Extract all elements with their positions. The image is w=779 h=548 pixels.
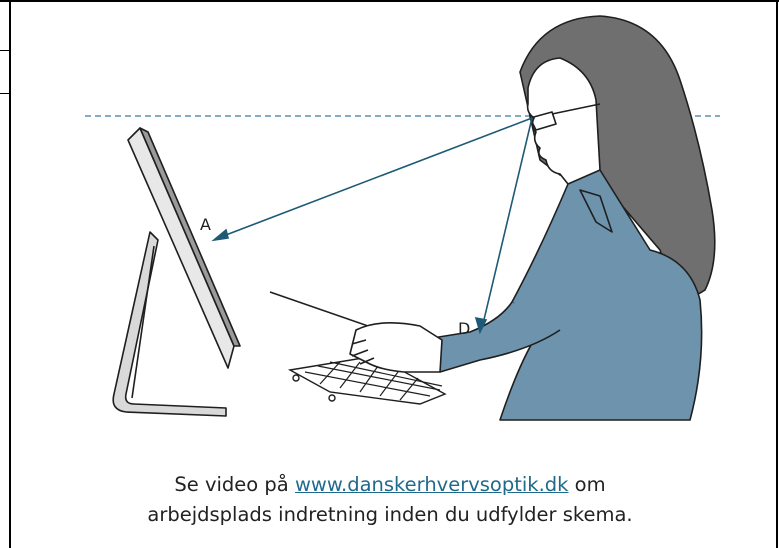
- caption-line-2: arbejdsplads indretning inden du udfylde…: [40, 500, 740, 530]
- caption-prefix: Se video på: [174, 473, 295, 496]
- label-d: D: [458, 319, 470, 338]
- sightline-arrows: [214, 118, 532, 332]
- sightline-a: [218, 118, 532, 238]
- label-a: A: [200, 215, 211, 234]
- person-illustration: [350, 16, 715, 420]
- caption-line-1: Se video på www.danskerhvervsoptik.dk om: [40, 470, 740, 500]
- caption-suffix: om: [568, 473, 605, 496]
- caption-link[interactable]: www.danskerhvervsoptik.dk: [295, 473, 569, 496]
- monitor-icon: [128, 128, 240, 368]
- arrowhead-a: [214, 230, 228, 240]
- caption: Se video på www.danskerhvervsoptik.dk om…: [40, 470, 740, 530]
